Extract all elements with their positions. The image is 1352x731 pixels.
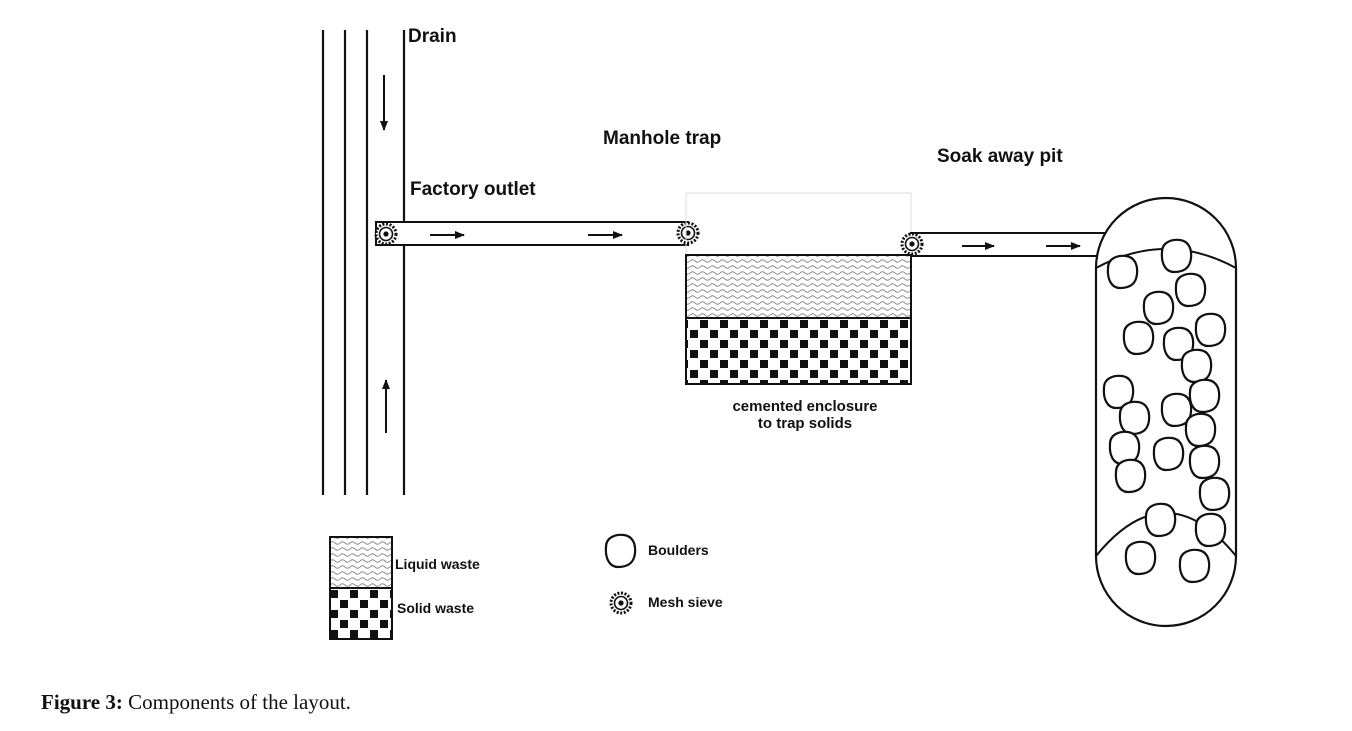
manhole-liquid-layer	[685, 254, 912, 319]
boulder-icon	[1114, 458, 1147, 494]
boulder-icon	[1144, 502, 1177, 538]
boulder-icon	[1106, 254, 1139, 290]
boulder-icon	[1160, 238, 1193, 274]
outlet-pipe	[375, 221, 689, 246]
caption-text: Components of the layout.	[122, 690, 351, 714]
legend-mesh-sieve-label: Mesh sieve	[648, 594, 723, 610]
legend-boulder-icon	[604, 533, 637, 569]
factory-outlet-label: Factory outlet	[410, 179, 536, 200]
figure-caption: Figure 3: Components of the layout.	[41, 690, 351, 715]
boulder-icon	[1142, 290, 1175, 326]
boulder-icon	[1188, 378, 1221, 414]
drain-label: Drain	[408, 26, 457, 47]
boulder-icon	[1188, 444, 1221, 480]
mesh-sieve-icon	[900, 232, 924, 256]
mesh-sieve-icon	[374, 222, 398, 246]
boulder-icon	[1198, 476, 1231, 512]
enclosure-label-line1: cemented enclosure	[732, 398, 877, 415]
legend-solid-swatch	[329, 587, 393, 640]
boulder-icon	[1118, 400, 1151, 436]
boulder-icon	[1124, 540, 1157, 576]
pit-pipe	[910, 232, 1128, 257]
manhole-solid-layer	[685, 317, 912, 385]
boulder-icon	[1194, 312, 1227, 348]
legend-mesh-sieve-icon	[609, 591, 633, 615]
boulder-icon	[1122, 320, 1155, 356]
legend-solid-label: Solid waste	[397, 600, 474, 616]
boulder-icon	[1180, 348, 1213, 384]
legend-boulders-label: Boulders	[648, 542, 709, 558]
drain	[321, 30, 406, 495]
boulder-icon	[1194, 512, 1227, 548]
legend-liquid-swatch	[329, 536, 393, 589]
manhole-trap-top	[685, 192, 912, 256]
boulder-icon	[1174, 272, 1207, 308]
caption-label: Figure 3:	[41, 690, 123, 714]
mesh-sieve-icon	[676, 221, 700, 245]
manhole-trap-label: Manhole trap	[603, 128, 721, 149]
legend-liquid-label: Liquid waste	[395, 556, 480, 572]
enclosure-label-line2: to trap solids	[758, 415, 852, 432]
boulder-icon	[1178, 548, 1211, 584]
soak-away-pit-label: Soak away pit	[937, 146, 1063, 167]
boulder-icon	[1184, 412, 1217, 448]
boulder-icon	[1152, 436, 1185, 472]
